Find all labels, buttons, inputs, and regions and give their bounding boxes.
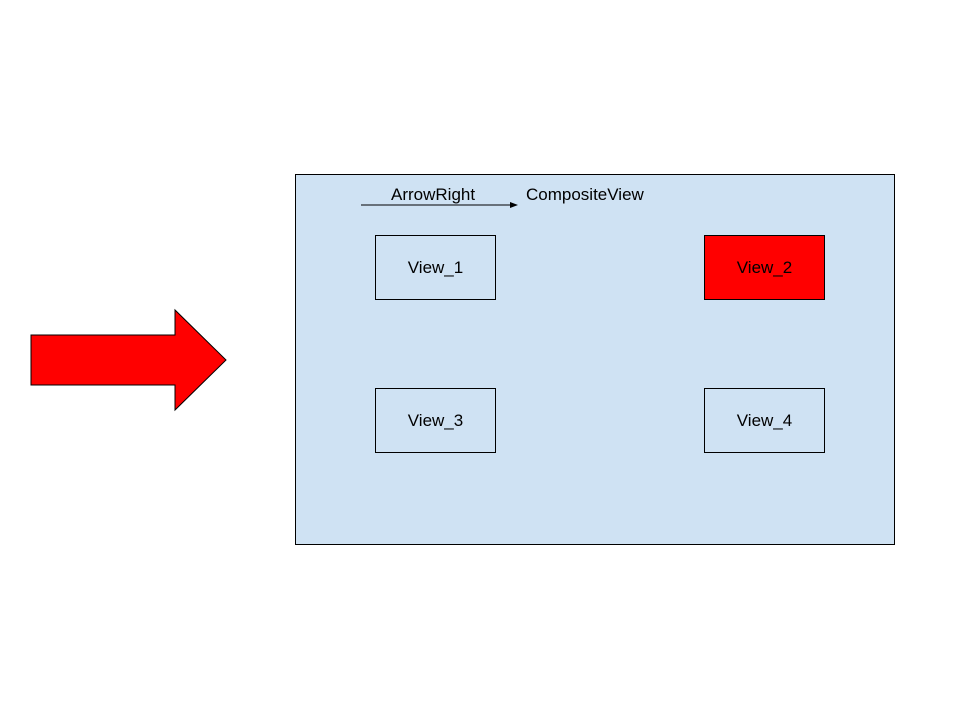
- view-box-2: View_2: [704, 235, 825, 300]
- view-box-4: View_4: [704, 388, 825, 453]
- view-label-1: View_1: [407, 257, 464, 277]
- big-right-arrow-icon: [30, 308, 227, 412]
- view-label-2: View_2: [736, 257, 793, 277]
- composite-view-title: CompositeView: [526, 185, 644, 204]
- arrow-right-label: ArrowRight: [391, 185, 476, 204]
- view-label-4: View_4: [736, 410, 793, 430]
- small-right-arrow-icon: [361, 202, 518, 208]
- view-box-1: View_1: [375, 235, 496, 300]
- view-label-3: View_3: [407, 410, 464, 430]
- view-box-3: View_3: [375, 388, 496, 453]
- big-right-arrow-shape: [30, 308, 227, 412]
- composite-view-container: ArrowRight CompositeView View_1 View_2 V…: [295, 174, 895, 545]
